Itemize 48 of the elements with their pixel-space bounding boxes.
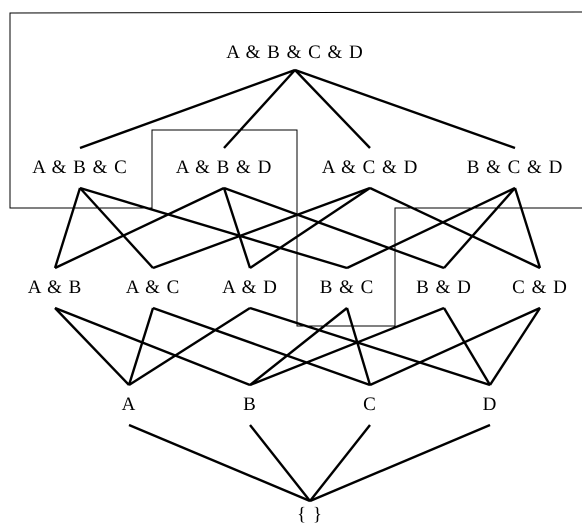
lattice-line [128,424,310,502]
itemset-label: { } [297,504,323,526]
lattice-line [249,424,311,502]
lattice-line [54,186,225,270]
itemset-label: B & D [416,277,472,299]
itemset-label: A & B & D [176,157,272,179]
lattice-line [222,188,252,268]
lattice-line [370,306,540,386]
itemset-label: A [122,394,136,416]
lattice-line [224,186,444,270]
itemset-label: A & B [28,277,82,299]
lattice-line [54,307,130,386]
itemset-label: A & C & D [322,157,418,179]
lattice-line [294,68,516,150]
lattice-line [309,424,371,502]
lattice-line [294,69,371,149]
itemset-label: B & C [320,277,374,299]
itemset-label: C [363,394,377,416]
itemset-label: A & C [126,277,180,299]
lattice-line [346,186,516,270]
lattice-line [250,306,490,386]
lattice-line [54,188,82,268]
lattice-line [152,306,370,386]
lattice-line [54,306,250,386]
lattice-line [249,187,371,269]
lattice-line [442,307,492,386]
lattice-line [250,306,444,386]
lattice-line [489,307,541,386]
lattice-line [79,187,154,269]
lattice-line [80,68,296,150]
itemset-label: B & C & D [466,157,564,179]
itemset-label: A & D [222,277,278,299]
lattice-line [128,308,154,386]
lattice-line [249,307,348,386]
lattice-line [370,186,540,270]
lattice-line [346,308,372,386]
itemset-label: D [482,394,498,416]
lattice-line [443,187,516,269]
lattice-line [514,188,542,268]
lattice-line [128,306,251,386]
itemset-label: C & D [512,277,568,299]
lattice-line [310,424,490,502]
itemset-label: B [243,394,257,416]
itemset-label: A & B & C [32,157,128,179]
lattice-line [80,186,348,270]
lattice-line [223,69,296,149]
lattice-line [152,186,370,270]
itemset-label: A & B & C & D [226,42,364,64]
